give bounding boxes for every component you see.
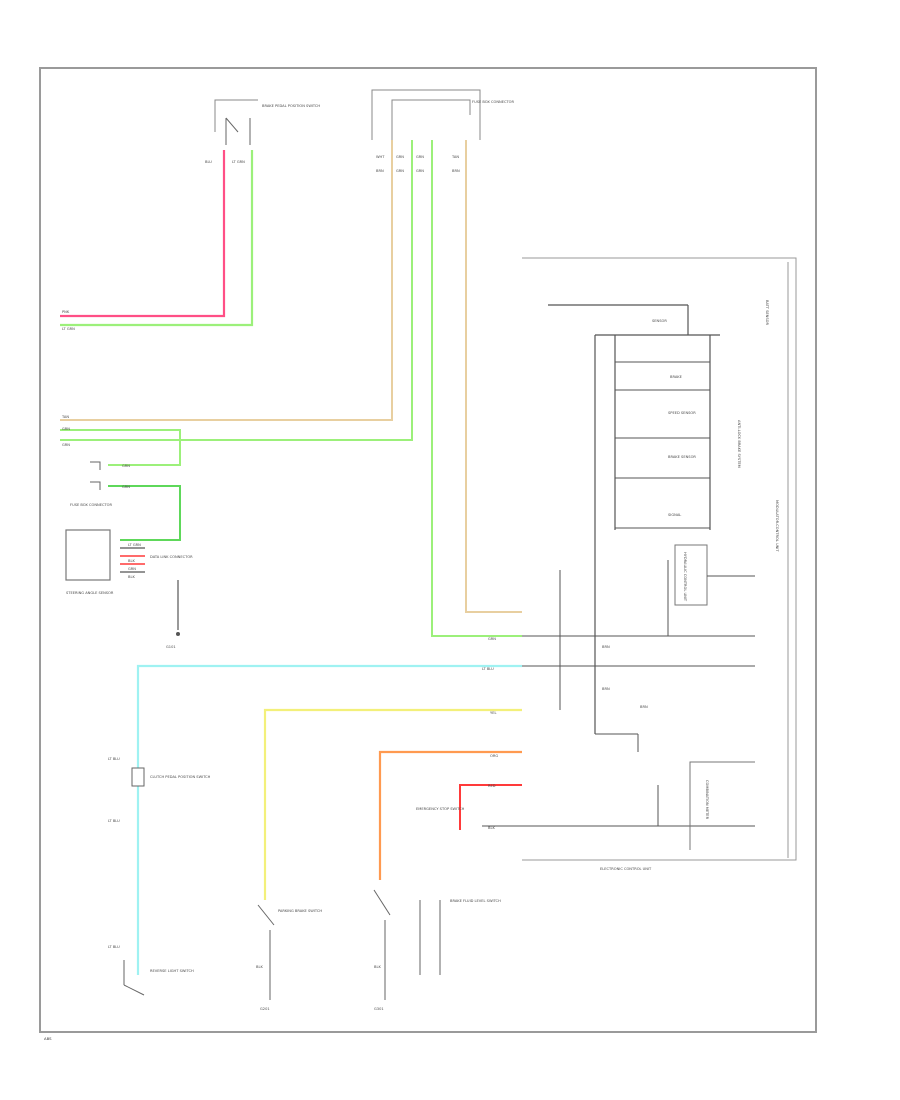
orange-wire-label: ORG [490,754,498,758]
ecu-pin-1: GRN [488,637,496,641]
module-pin-3: GRN [128,567,136,571]
left-green-label: LT GRN [62,327,75,331]
left-conn-b: GRN [122,485,130,489]
diagram-frame [39,67,817,1033]
ecu-pin-6: BLK [488,826,495,830]
cyan-bottom-name: REVERSE LIGHT SWITCH [150,969,194,973]
switch-top-label-b: LT GRN [232,160,245,164]
ct-pin-2: GRN [396,155,404,159]
orange-bottom-label: BLK [374,965,381,969]
wire-tan-2 [465,140,522,613]
module-name: STEERING ANGLE SENSOR [66,591,114,595]
ct-wire-1: BRN [376,169,384,173]
module-connector: DATA LINK CONNECTOR [150,555,193,559]
cyan-wire-label-2: LT BLU [108,819,120,823]
ground-left: G101 [166,645,176,649]
ecu-label-c: SPEED SENSOR [668,411,696,415]
ct-wire-2: GRN [396,169,404,173]
top-connector-name: FUSE BOX CONNECTOR [472,100,515,104]
orange-switch-name: BRAKE FLUID LEVEL SWITCH [450,899,501,903]
wire-green-2 [431,140,522,637]
steering-sensor-module: STEERING ANGLE SENSOR LT GRN BLK GRN BLK… [65,529,193,649]
left-connector: GRN GRN FUSE BOX CONNECTOR [70,461,130,507]
ecu-vertical-text-1: ANTI-LOCK BRAKE SYSTEM [737,420,741,468]
ecu-inner-1: BRN [602,645,610,649]
left-wire-2: GRN [62,427,70,431]
left-conn-a: GRN [122,464,130,468]
ecu-inner-2: BRN [602,687,610,691]
cyan-switch-name: CLUTCH PEDAL POSITION SWITCH [150,775,211,779]
module-pin-2: BLK [128,559,135,563]
ct-pin-1: WHT [376,155,385,159]
wire-orange [378,750,522,880]
red-switch-name: EMERGENCY STOP SWITCH [416,807,465,811]
ecu-module: ELECTRONIC CONTROL UNIT BATT SENSOR SENS… [482,257,797,871]
wire-tan-1 [60,140,393,421]
top-connector-inner [391,99,471,140]
ecu-label-b: BRAKE [670,375,683,379]
top-connector: FUSE BOX CONNECTOR WHT GRN GRN TAN BRN G… [371,89,515,173]
combo-meter-name: COMBINATION METER [705,780,709,820]
yellow-wire-label: YEL [490,711,496,715]
wire-light-green-top [60,150,254,327]
ecu-top-right-label: BATT SENSOR [765,300,769,325]
ct-wire-3: GRN [416,169,424,173]
ecu-bottom-label: ELECTRONIC CONTROL UNIT [600,867,652,871]
switch-top-name: BRAKE PEDAL POSITION SWITCH [262,104,320,108]
ct-pin-4: TAN [451,155,459,159]
wire-green-loop [108,485,181,541]
brake-pedal-switch: BRAKE PEDAL POSITION SWITCH BLU LT GRN [205,99,320,164]
yellow-switch-name: PARKING BRAKE SWITCH [278,909,322,913]
switch-top-label-a: BLU [205,160,212,164]
combo-meter-box [689,761,755,850]
ecu-pin-2: LT BLU [482,667,494,671]
switch-top-bracket [214,99,258,132]
wire-yellow [263,708,522,900]
wire-red [459,784,522,830]
ecu-inner-3: BRN [640,705,648,709]
top-connector-bracket [371,89,481,140]
ecu-label-e: SIGNAL [668,513,681,517]
ecu-border [522,257,797,861]
module-pin-4: BLK [128,575,135,579]
switch-top-contact [225,117,239,133]
ecu-inner-box-text: HYDRAULIC CONTROL UNIT [683,552,687,602]
ground-mid: G201 [260,1007,270,1011]
left-wire-1: TAN [61,415,69,419]
wire-light-blue [136,664,522,975]
ecu-label-a: SENSOR [652,319,667,323]
module-pin-1: LT GRN [128,543,141,547]
footer-label: ABS [44,1036,52,1041]
ecu-pin-5: RED [488,784,496,788]
ecu-label-d: BRAKE SENSOR [668,455,696,459]
ground-right: G301 [374,1007,384,1011]
left-pink-label: PNK [62,310,70,314]
left-conn-name: FUSE BOX CONNECTOR [70,503,113,507]
yellow-bottom-label: BLK [256,965,263,969]
cyan-bottom-label: LT BLU [108,945,120,949]
cyan-wire-label-1: LT BLU [108,757,120,761]
module-box [65,529,111,581]
ct-pin-3: GRN [416,155,424,159]
wire-pink [60,150,226,318]
ecu-inner-box [674,544,708,606]
wire-green-1 [60,140,413,441]
wire-green-short [60,429,181,466]
ct-wire-4: BRN [452,169,460,173]
ecu-vertical-text-2: MODULATOR-CONTROL UNIT [775,500,779,552]
left-wire-3: GRN [62,443,70,447]
